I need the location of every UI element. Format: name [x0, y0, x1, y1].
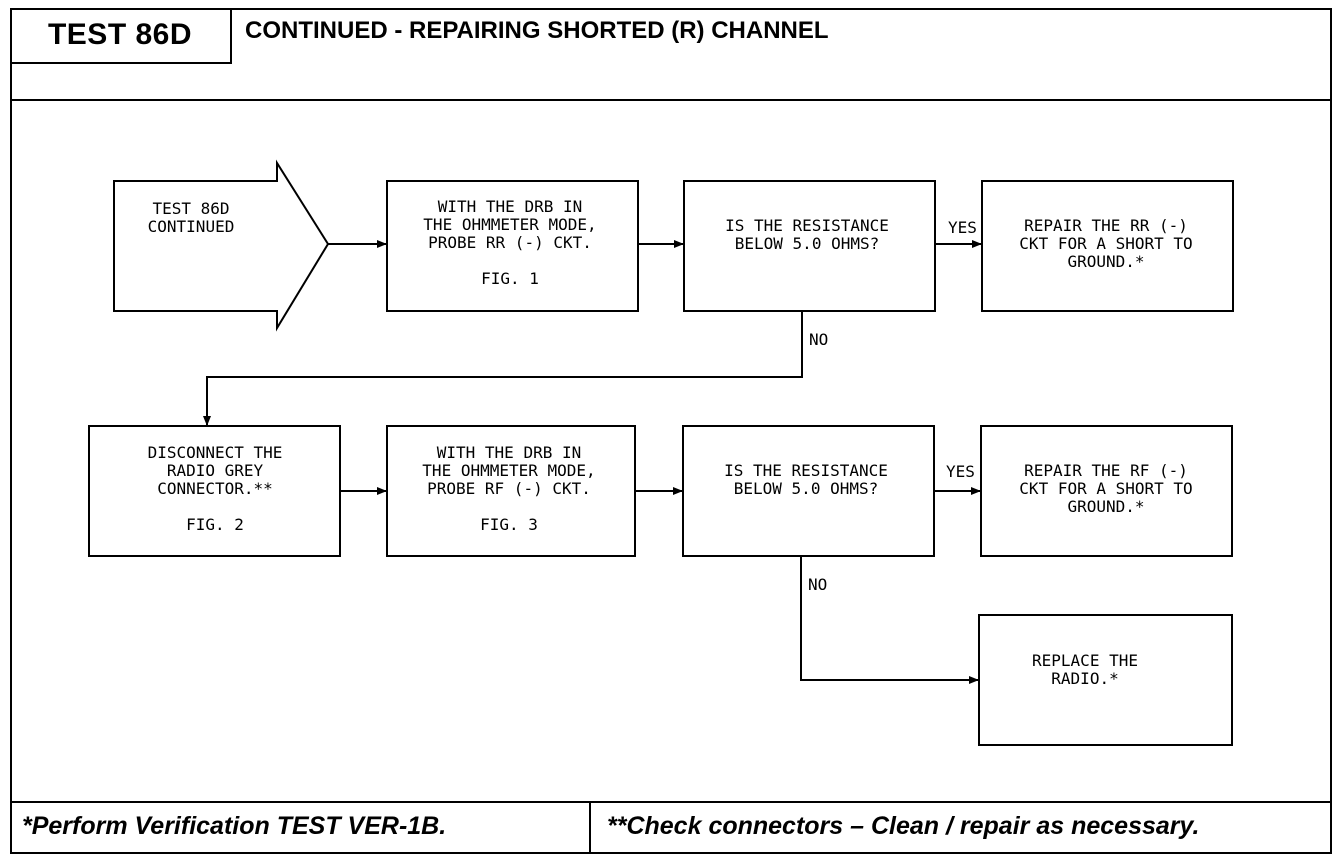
node-replace-box [978, 614, 1233, 746]
node-repair-rf-box [980, 425, 1233, 557]
footer-separator [589, 801, 591, 854]
node-probe-rf-box [386, 425, 636, 557]
node-line: IS THE RESISTANCE [724, 461, 888, 480]
node-line [210, 497, 220, 516]
node-line: WITH THE DRB IN [438, 197, 583, 216]
node-probe-rr-box [386, 180, 639, 312]
node-line: TEST 86D [152, 199, 229, 218]
node-line [505, 251, 515, 270]
node-line: FIG. 2 [186, 515, 244, 534]
start-arrow-shape [113, 159, 330, 332]
footer-note-verification: *Perform Verification TEST VER-1B. [22, 812, 447, 840]
test-id-box: TEST 86D [10, 8, 232, 64]
footer-note-connectors: **Check connectors – Clean / repair as n… [607, 812, 1200, 840]
edge-check-rr-no [203, 311, 803, 426]
node-line: REPAIR THE RF (-) [1024, 461, 1188, 480]
page-title: CONTINUED - REPAIRING SHORTED (R) CHANNE… [245, 17, 829, 44]
edge-label-no-2: NO [808, 575, 827, 594]
node-disconnect-box [88, 425, 341, 557]
edge-label-yes-1: YES [948, 218, 977, 237]
node-line: CKT FOR A SHORT TO [1019, 479, 1192, 498]
node-line: FIG. 1 [481, 269, 539, 288]
footer-divider [10, 801, 1332, 803]
edge-label-yes-2: YES [946, 462, 975, 481]
diagram-frame [10, 8, 1332, 854]
node-line: THE OHMMETER MODE, [423, 215, 596, 234]
header-divider [10, 99, 1332, 101]
edge-label-no-1: NO [809, 330, 828, 349]
node-line: BELOW 5.0 OHMS? [735, 234, 880, 253]
node-check-rf-box [682, 425, 935, 557]
node-line: PROBE RF (-) CKT. [427, 479, 591, 498]
node-line: THE OHMMETER MODE, [422, 461, 595, 480]
node-repair-rr-box [981, 180, 1234, 312]
node-line: CKT FOR A SHORT TO [1019, 234, 1192, 253]
edge-check-rf-no [800, 556, 979, 684]
node-line: FIG. 3 [480, 515, 538, 534]
node-line: GROUND.* [1067, 497, 1144, 516]
node-check-rr-box [683, 180, 936, 312]
node-line: PROBE RR (-) CKT. [428, 233, 592, 252]
node-line: BELOW 5.0 OHMS? [734, 479, 879, 498]
node-line: DISCONNECT THE [148, 443, 283, 462]
node-line: CONNECTOR.** [157, 479, 273, 498]
node-line: RADIO.* [1051, 669, 1118, 688]
node-line: REPLACE THE [1032, 651, 1138, 670]
node-line: RADIO GREY [167, 461, 264, 480]
node-line [504, 497, 514, 516]
node-line: REPAIR THE RR (-) [1024, 216, 1188, 235]
node-line: GROUND.* [1067, 252, 1144, 271]
node-line: WITH THE DRB IN [437, 443, 582, 462]
node-line: IS THE RESISTANCE [725, 216, 889, 235]
node-line: CONTINUED [148, 217, 235, 236]
